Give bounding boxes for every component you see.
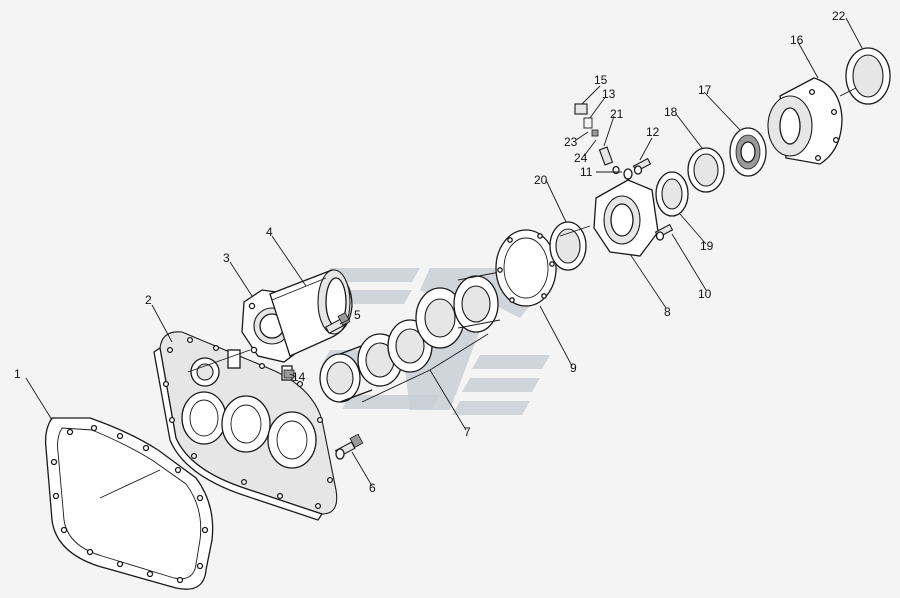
part-gasket-ring (495, 229, 557, 307)
part-pin-23 (591, 129, 599, 137)
callout-leaders (25, 17, 863, 487)
callout-18: 18 (664, 105, 678, 119)
part-seal-20 (549, 221, 587, 271)
callout-labels: 1 2 3 4 5 6 7 8 9 10 11 12 13 14 15 16 1… (14, 9, 846, 495)
part-bolt-6 (334, 433, 364, 460)
callout-8: 8 (664, 305, 671, 319)
part-screw-12 (632, 157, 652, 175)
callout-21: 21 (610, 107, 624, 121)
callout-16: 16 (790, 33, 804, 47)
assembly-axis (99, 87, 857, 499)
callout-15: 15 (594, 73, 608, 87)
part-drive-flange (767, 77, 843, 165)
part-screw-10 (654, 223, 674, 241)
callout-11: 11 (580, 165, 593, 179)
part-valve-21 (598, 146, 614, 166)
callout-10: 10 (698, 287, 712, 301)
callout-13: 13 (602, 87, 616, 101)
callout-12: 12 (646, 125, 660, 139)
callout-3: 3 (223, 251, 230, 265)
callout-19: 19 (700, 239, 714, 253)
part-spacer-18 (687, 147, 725, 193)
part-seal-19 (655, 171, 689, 217)
callout-1: 1 (14, 367, 21, 381)
part-breather-15 (574, 103, 588, 115)
part-seal-22 (845, 47, 891, 105)
callout-2: 2 (145, 293, 152, 307)
callout-9: 9 (570, 361, 577, 375)
part-bolt-5 (325, 312, 351, 334)
part-bearing-assembly (319, 271, 501, 403)
part-gasket (44, 417, 214, 590)
callout-4: 4 (266, 225, 273, 239)
part-plug-14 (283, 369, 295, 379)
part-spring-13 (583, 117, 593, 129)
part-bearing-17 (729, 127, 767, 177)
callout-22: 22 (832, 9, 846, 23)
callout-6: 6 (369, 481, 376, 495)
part-washer-11 (623, 168, 633, 180)
part-housing (153, 331, 338, 521)
callout-5: 5 (354, 308, 361, 322)
part-bearing-cap (593, 179, 659, 257)
callout-17: 17 (698, 83, 712, 97)
callout-7: 7 (464, 425, 471, 439)
housing-bolt-holes (162, 336, 334, 510)
callout-20: 20 (534, 173, 548, 187)
gasket-holes (50, 424, 209, 584)
callout-24: 24 (574, 151, 588, 165)
callout-23: 23 (564, 135, 578, 149)
callout-14: 14 (292, 370, 306, 384)
